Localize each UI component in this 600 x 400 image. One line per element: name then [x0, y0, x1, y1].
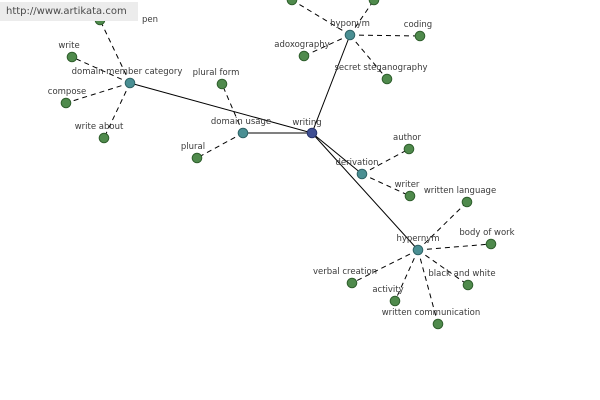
edge-compose — [65, 82, 131, 104]
edge-activity — [394, 249, 419, 302]
edge-pen — [99, 19, 131, 84]
label-domain-member-category: domain member category — [72, 67, 183, 77]
label-plural: plural — [181, 142, 205, 152]
label-hyponym: hyponym — [330, 19, 370, 29]
node-coding[interactable] — [414, 30, 426, 42]
edge-coding — [349, 34, 421, 37]
node-plural[interactable] — [191, 152, 203, 164]
edge-offscreen-1 — [349, 0, 375, 36]
label-written-language: written language — [424, 186, 496, 196]
label-verbal-creation: verbal creation — [313, 267, 377, 277]
label-activity: activity — [372, 285, 403, 295]
edge-verbal-creation — [351, 249, 419, 284]
site-watermark: http://www.artikata.com — [0, 2, 138, 21]
edge-hyponym — [311, 34, 351, 134]
label-written-communication: written communication — [382, 308, 481, 318]
label-black-and-white: black and white — [428, 269, 495, 279]
node-written-language[interactable] — [461, 196, 473, 208]
edges — [65, 0, 492, 325]
node-domain-member-category[interactable] — [124, 77, 136, 89]
edge-hypernym — [311, 132, 419, 251]
label-secret-steganography: secret steganography — [335, 63, 428, 73]
label-author: author — [393, 133, 422, 143]
node-author[interactable] — [403, 143, 415, 155]
label-write: write — [58, 41, 79, 51]
node-hyponym[interactable] — [344, 29, 356, 41]
node-secret-steganography[interactable] — [381, 73, 393, 85]
edge-domain-member-category — [129, 82, 313, 134]
nodes — [60, 0, 497, 330]
edge-secret-steganography — [349, 34, 388, 80]
node-adoxography[interactable] — [298, 50, 310, 62]
node-writer[interactable] — [404, 190, 416, 202]
label-derivation: derivation — [335, 158, 378, 168]
label-plural-form: plural form — [193, 68, 240, 78]
node-written-communication[interactable] — [432, 318, 444, 330]
edge-offscreen-0 — [291, 0, 351, 36]
node-write-about[interactable] — [98, 132, 110, 144]
label-write-about: write about — [75, 122, 124, 132]
node-body-of-work[interactable] — [485, 238, 497, 250]
label-body-of-work: body of work — [459, 228, 514, 238]
label-writing: writing — [292, 118, 321, 128]
node-write[interactable] — [66, 51, 78, 63]
node-hypernym[interactable] — [412, 244, 424, 256]
node-writing[interactable] — [306, 127, 318, 139]
node-offscreen-0[interactable] — [286, 0, 298, 6]
node-verbal-creation[interactable] — [346, 277, 358, 289]
labels: pen write compose write about domain member … — [48, 15, 515, 318]
label-adoxography: adoxography — [274, 40, 329, 50]
node-plural-form[interactable] — [216, 78, 228, 90]
edge-black-and-white — [417, 249, 469, 286]
edge-written-language — [417, 201, 468, 251]
label-domain-usage: domain usage — [211, 117, 271, 127]
label-writer: writer — [395, 180, 420, 190]
edge-written-communication — [417, 249, 439, 325]
label-hypernym: hypernym — [396, 234, 439, 244]
edge-body-of-work — [417, 243, 492, 251]
label-coding: coding — [404, 20, 432, 30]
label-pen: pen — [142, 15, 158, 25]
edge-write — [71, 56, 131, 84]
edge-write-about — [103, 82, 131, 139]
edge-derivation — [311, 132, 363, 175]
label-compose: compose — [48, 87, 86, 97]
node-offscreen-1[interactable] — [368, 0, 380, 6]
node-domain-usage[interactable] — [237, 127, 249, 139]
node-black-and-white[interactable] — [462, 279, 474, 291]
node-compose[interactable] — [60, 97, 72, 109]
node-derivation[interactable] — [356, 168, 368, 180]
node-activity[interactable] — [389, 295, 401, 307]
